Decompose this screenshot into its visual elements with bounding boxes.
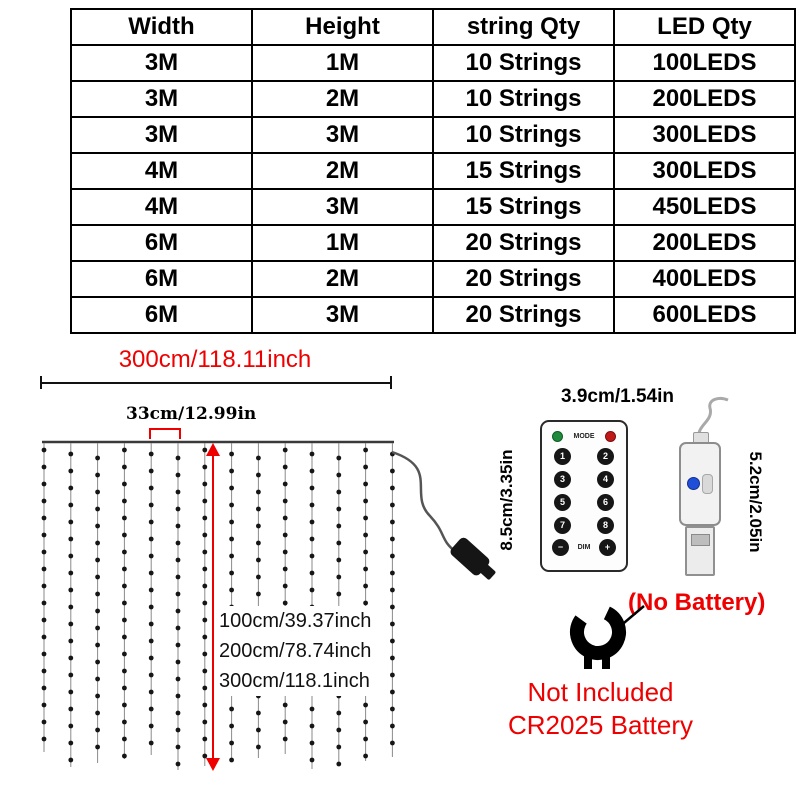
remote-on-button xyxy=(552,430,563,442)
remote-number-button: 2 xyxy=(597,448,614,465)
table-cell: 3M xyxy=(251,188,434,226)
table-cell: 3M xyxy=(70,116,253,154)
usb-plug-icon xyxy=(685,526,715,576)
battery-clip-icon xyxy=(570,604,645,669)
height-label-2: 200cm/78.74inch xyxy=(216,636,375,666)
table-cell: 10 Strings xyxy=(432,44,615,82)
table-cell: 100LEDS xyxy=(613,44,796,82)
usb-controller xyxy=(662,396,738,588)
table-cell: 4M xyxy=(70,152,253,190)
remote-top-row: MODE xyxy=(552,429,616,443)
table-cell: 4M xyxy=(70,188,253,226)
table-cell: 300LEDS xyxy=(613,116,796,154)
width-bracket-line xyxy=(40,382,392,384)
height-arrow xyxy=(206,443,220,771)
table-cell: 6M xyxy=(70,224,253,262)
table-cell: 20 Strings xyxy=(432,296,615,334)
table-cell: 3M xyxy=(251,296,434,334)
table-cell: 15 Strings xyxy=(432,152,615,190)
usb-slot-detail xyxy=(702,474,713,494)
usb-body xyxy=(679,442,721,526)
column-header: LED Qty xyxy=(613,8,796,46)
table-cell: 2M xyxy=(251,152,434,190)
height-labels: 100cm/39.37inch 200cm/78.74inch 300cm/11… xyxy=(216,606,375,696)
table-cell: 300LEDS xyxy=(613,152,796,190)
table-cell: 20 Strings xyxy=(432,260,615,298)
height-label-3: 300cm/118.1inch xyxy=(216,666,373,696)
remote-control: MODE 1 2 3 4 5 6 7 8 − DIM + xyxy=(540,420,628,572)
usb-plug-tongue xyxy=(691,534,710,546)
curtain-width-label: 300cm/118.11inch xyxy=(118,346,312,373)
remote-number-button: 6 xyxy=(597,494,614,511)
not-included-line-2: CR2025 Battery xyxy=(508,710,693,740)
string-spacing-label: 33cm/12.99in xyxy=(126,404,257,424)
table-cell: 450LEDS xyxy=(613,188,796,226)
height-label-1: 100cm/39.37inch xyxy=(216,606,375,636)
table-cell: 20 Strings xyxy=(432,224,615,262)
remote-button-grid: 1 2 3 4 5 6 7 8 xyxy=(552,448,616,534)
remote-bottom-row: − DIM + xyxy=(552,539,616,556)
table-cell: 2M xyxy=(251,80,434,118)
string-spacing-bracket xyxy=(149,428,181,439)
usb-mode-button xyxy=(687,477,700,490)
table-cell: 200LEDS xyxy=(613,80,796,118)
width-bracket-tick-left xyxy=(40,376,42,389)
remote-width-label: 3.9cm/1.54in xyxy=(560,386,675,407)
not-included-line-1: Not Included xyxy=(527,677,674,707)
table-cell: 3M xyxy=(70,44,253,82)
remote-number-button: 3 xyxy=(554,471,571,488)
table-cell: 600LEDS xyxy=(613,296,796,334)
table-cell: 10 Strings xyxy=(432,80,615,118)
table-cell: 1M xyxy=(251,224,434,262)
table-cell: 200LEDS xyxy=(613,224,796,262)
remote-height-label: 8.5cm/3.35in xyxy=(497,449,516,551)
table-cell: 3M xyxy=(251,116,434,154)
remote-number-button: 7 xyxy=(554,517,571,534)
table-cell: 1M xyxy=(251,44,434,82)
width-bracket-tick-right xyxy=(390,376,392,389)
table-cell: 400LEDS xyxy=(613,260,796,298)
power-plug-icon xyxy=(450,537,496,580)
remote-number-button: 1 xyxy=(554,448,571,465)
column-header: string Qty xyxy=(432,8,615,46)
remote-dim-minus-button: − xyxy=(552,539,569,556)
battery-not-included-note: Not Included CR2025 Battery xyxy=(498,676,703,742)
table-cell: 6M xyxy=(70,296,253,334)
table-cell: 10 Strings xyxy=(432,116,615,154)
remote-dim-label: DIM xyxy=(577,544,591,551)
table-cell: 6M xyxy=(70,260,253,298)
remote-mode-label: MODE xyxy=(573,432,595,440)
usb-height-label: 5.2cm/2.05in xyxy=(746,451,765,553)
remote-dim-plus-button: + xyxy=(599,539,616,556)
table-cell: 2M xyxy=(251,260,434,298)
remote-number-button: 4 xyxy=(597,471,614,488)
table-cell: 3M xyxy=(70,80,253,118)
remote-number-button: 8 xyxy=(597,517,614,534)
usb-cable xyxy=(697,396,729,441)
remote-number-button: 5 xyxy=(554,494,571,511)
column-header: Width xyxy=(70,8,253,46)
column-header: Height xyxy=(251,8,434,46)
table-cell: 15 Strings xyxy=(432,188,615,226)
power-cord xyxy=(391,450,496,580)
no-battery-label: (No Battery) xyxy=(628,589,766,616)
remote-off-button xyxy=(605,430,616,442)
